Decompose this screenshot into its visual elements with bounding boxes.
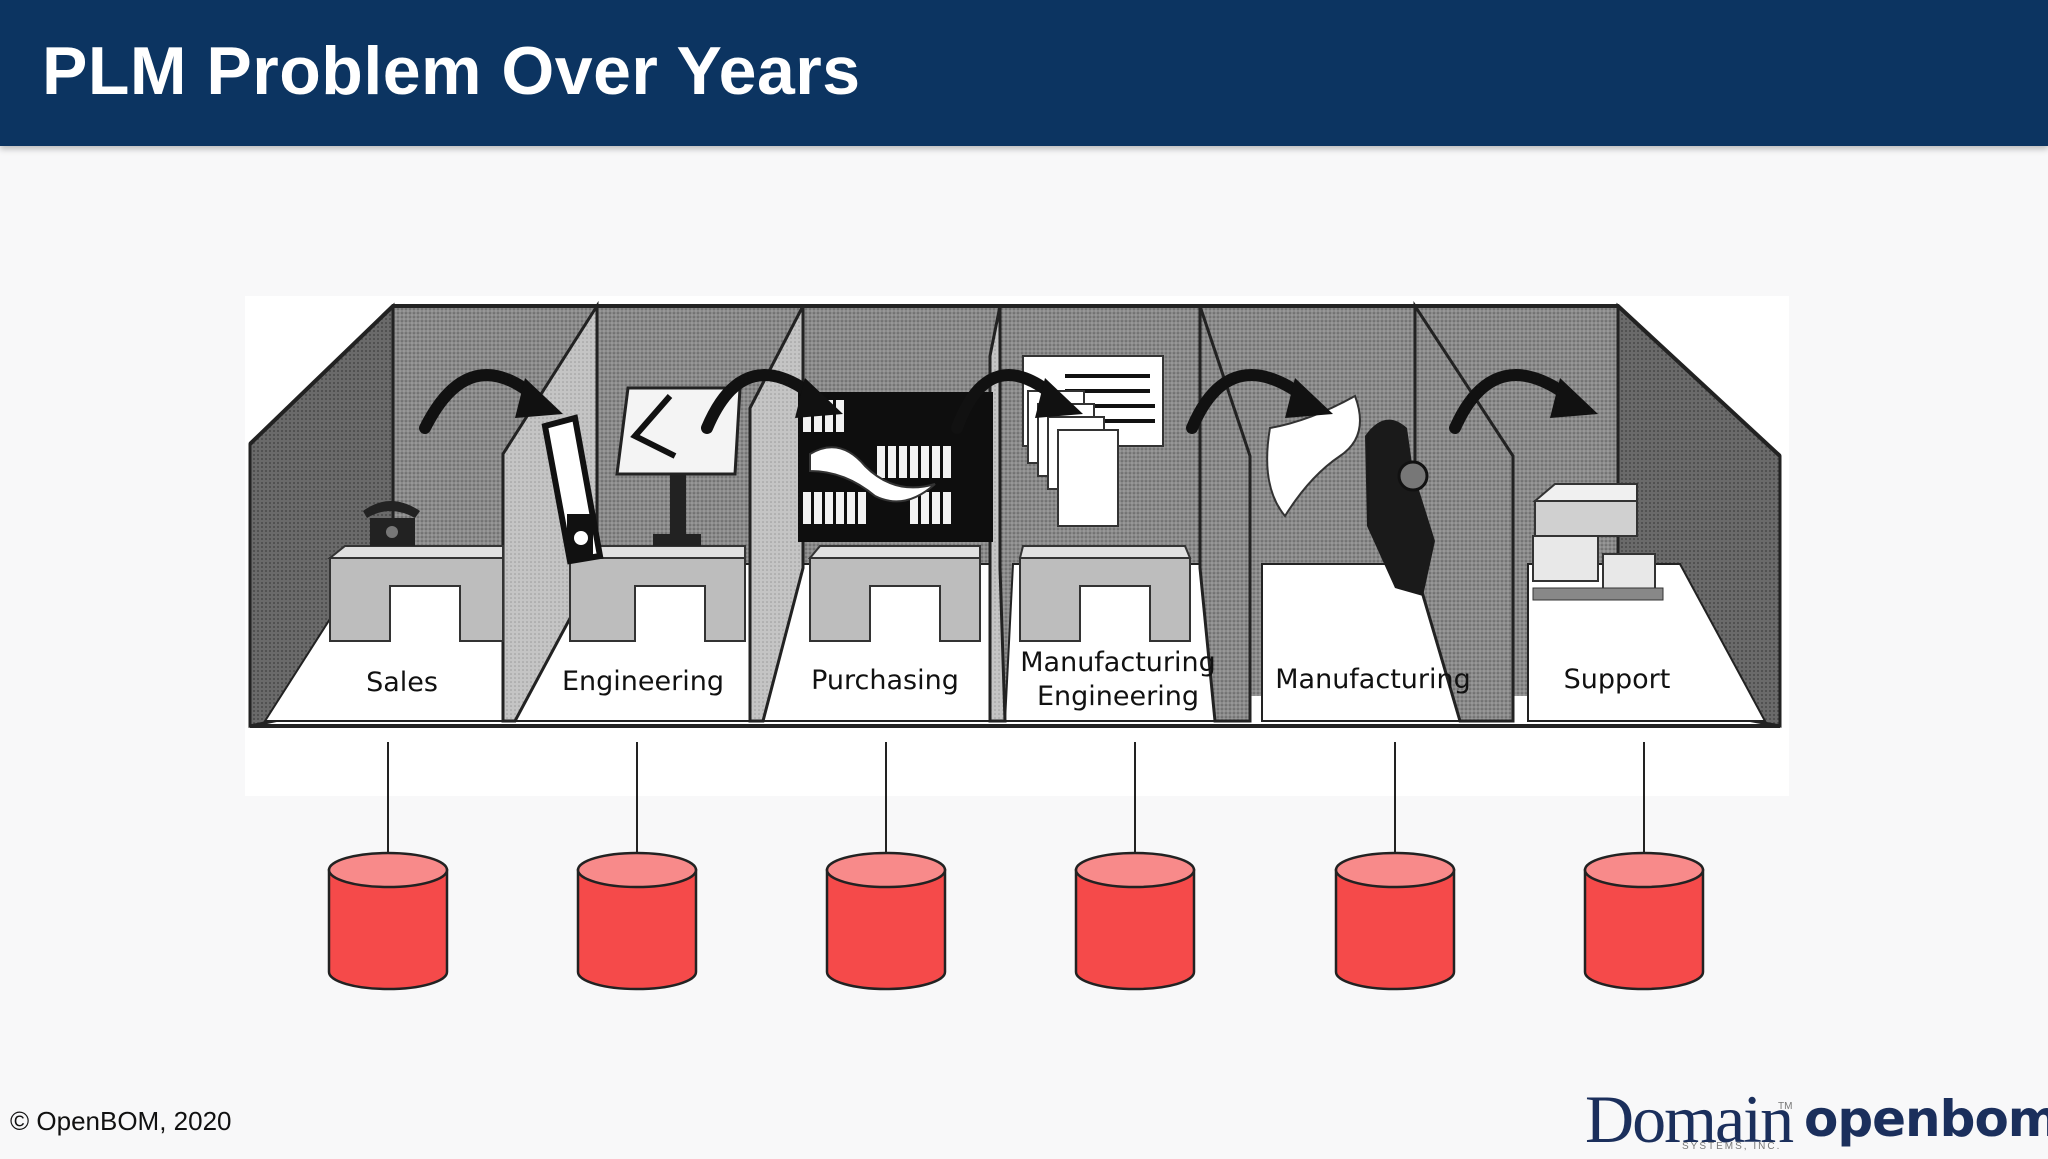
database-top [1585, 853, 1703, 887]
database-top [1336, 853, 1454, 887]
dept-label-mfg-engineering-1: Manufacturing [1020, 647, 1216, 678]
database-body [827, 870, 945, 989]
slide-title: PLM Problem Over Years [42, 32, 861, 110]
database-top [827, 853, 945, 887]
dept-label-sales: Sales [366, 667, 438, 698]
silos-svg: Sales Engineering Purchasing Manufacturi… [245, 296, 1789, 796]
dept-label-mfg-engineering-2: Engineering [1037, 681, 1199, 712]
domain-logo-tm: TM [1778, 1101, 1792, 1112]
department-silos-illustration: Sales Engineering Purchasing Manufacturi… [245, 296, 1789, 796]
dept-label-support: Support [1564, 664, 1671, 695]
database-top [1076, 853, 1194, 887]
openbom-logo: openbom [1804, 1090, 2048, 1148]
database-body [578, 870, 696, 989]
database-top [329, 853, 447, 887]
dept-label-purchasing: Purchasing [811, 665, 959, 696]
database-body [1076, 870, 1194, 989]
telephone-icon [363, 501, 420, 546]
database-top [578, 853, 696, 887]
database-body [1336, 870, 1454, 989]
domain-logo-subtitle: SYSTEMS, INC. [1682, 1141, 1781, 1152]
database-body [1585, 870, 1703, 989]
slide-header: PLM Problem Over Years [0, 0, 2048, 146]
copyright-text: © OpenBOM, 2020 [10, 1106, 232, 1137]
dept-label-manufacturing: Manufacturing [1275, 664, 1471, 695]
dept-label-engineering: Engineering [562, 666, 724, 697]
database-body [329, 870, 447, 989]
